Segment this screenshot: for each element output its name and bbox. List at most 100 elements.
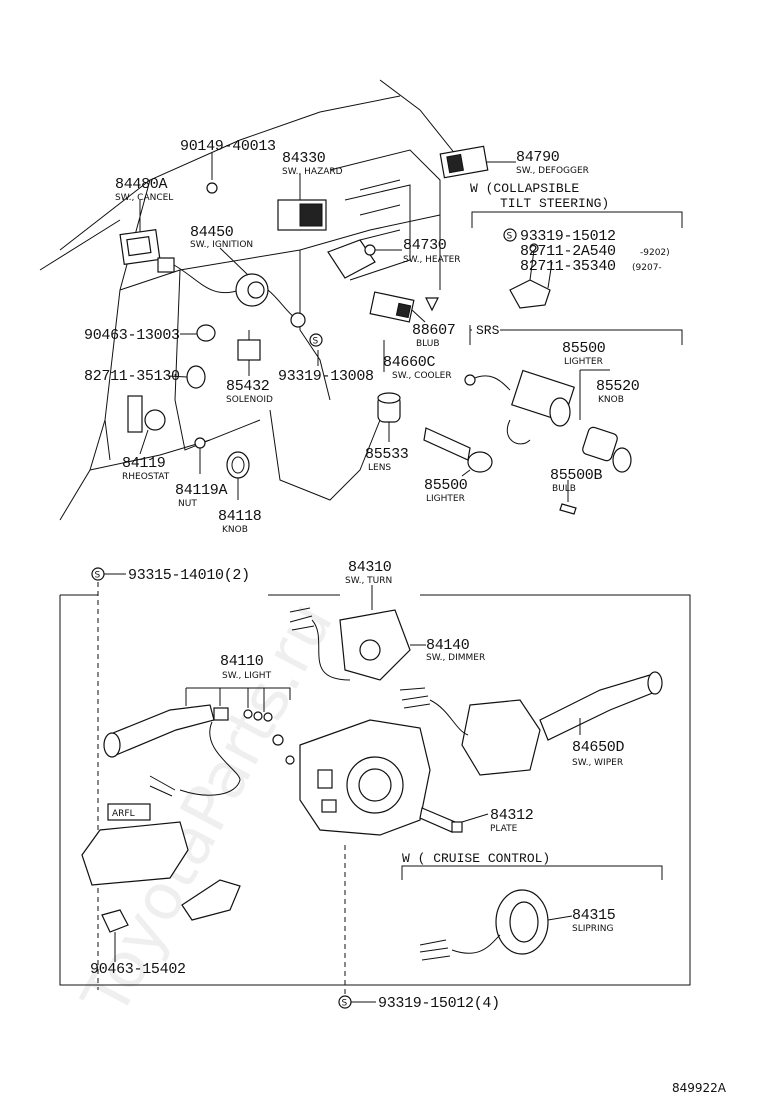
part-desc-85533: LENS (368, 463, 391, 473)
cooler-switch-part (369, 291, 439, 323)
tilt-label: TILT STEERING) (500, 196, 609, 211)
srs-label: SRS (476, 323, 500, 338)
part-desc-84330: SW., HAZARD (282, 167, 343, 177)
connector-part (186, 365, 206, 389)
part-desc-85500-top: LIGHTER (564, 357, 603, 367)
s-marker-bottom-icon: S (338, 995, 376, 1009)
part-number-84118: 84118 (218, 508, 262, 525)
collapsible-label: W (COLLAPSIBLE (470, 181, 579, 196)
lower-frame (59, 582, 691, 998)
part-desc-84310: SW., TURN (345, 576, 392, 586)
combination-switch-body (299, 719, 431, 836)
part-note-82711-2A540: -9202) (640, 248, 670, 258)
part-desc-84110: SW., LIGHT (222, 671, 272, 681)
part-desc-84118: KNOB (222, 525, 248, 535)
part-desc-84312: PLATE (490, 824, 518, 834)
leader-lines-lower (114, 585, 581, 962)
lighter-assembly-part (464, 369, 632, 515)
part-number-84140: 84140 (426, 637, 470, 654)
leader-lines-upper (139, 152, 569, 502)
part-number-84480A: 84480A (115, 176, 168, 193)
part-desc-84660C: SW., COOLER (392, 371, 452, 381)
part-number-93315: 93315-14010(2) (128, 567, 250, 584)
part-desc-84315: SLIPRING (572, 924, 613, 934)
part-number-84790: 84790 (516, 149, 560, 166)
part-desc-85432: SOLENOID (226, 395, 273, 405)
part-number-82711-35130: 82711-35130 (84, 368, 180, 385)
part-number-90463-13003: 90463-13003 (84, 327, 180, 344)
nut-part (194, 437, 206, 449)
part-number-93319-15012: 93319-15012 (520, 228, 616, 245)
part-desc-85500B: BULB (552, 484, 576, 494)
plate-part (419, 807, 463, 833)
part-number-84119A: 84119A (175, 482, 228, 499)
part-number-84330: 84330 (282, 150, 326, 167)
part-number-85520: 85520 (596, 378, 640, 395)
drawing-number: 849922A (672, 1081, 727, 1095)
relay-part: ARFL (81, 803, 241, 955)
part-number-84450: 84450 (190, 224, 234, 241)
part-number-85533: 85533 (365, 446, 409, 463)
part-number-85500B: 85500B (550, 467, 603, 484)
part-desc-84450: SW., IGNITION (190, 240, 253, 250)
s-marker-icons: S S (309, 228, 517, 347)
part-number-85500-low: 85500 (424, 477, 468, 494)
part-number-84650D: 84650D (572, 739, 625, 756)
svg-text:S: S (342, 999, 348, 1009)
part-number-84312: 84312 (490, 807, 534, 824)
part-number-84119: 84119 (122, 455, 166, 472)
svg-text:S: S (95, 571, 101, 581)
arfl-label: ARFL (112, 809, 135, 819)
clip-part (196, 324, 216, 342)
part-desc-84119: RHEOSTAT (122, 472, 170, 482)
light-switch-part (103, 687, 295, 797)
knob-part (226, 451, 250, 479)
part-desc-84140: SW., DIMMER (426, 653, 485, 663)
dimmer-switch-part (289, 607, 411, 681)
heater-switch-part (327, 239, 376, 279)
tilt-steering-part (509, 243, 553, 309)
s-marker-top-icon: S (91, 567, 126, 581)
part-number-84730: 84730 (403, 237, 447, 254)
solenoid-part (237, 330, 261, 361)
part-number-90149: 90149-40013 (180, 138, 276, 155)
part-desc-84480A: SW., CANCEL (115, 193, 173, 203)
part-note-82711-35340: (9207- (632, 263, 662, 273)
part-number-90463-15402: 90463-15402 (90, 961, 186, 978)
part-number-84660C: 84660C (383, 354, 436, 371)
part-number-84110: 84110 (220, 653, 264, 670)
part-number-82711-2A540: 82711-2A540 (520, 243, 616, 260)
cruise-label: W ( CRUISE CONTROL) (402, 851, 550, 866)
part-desc-85500-low: LIGHTER (426, 494, 465, 504)
defogger-switch-part (439, 145, 489, 179)
labels-upper: 84480A SW., CANCEL 90149-40013 84330 SW.… (84, 138, 670, 535)
tilt-steering-box: W (COLLAPSIBLE TILT STEERING) (470, 181, 683, 228)
wiper-switch-part (399, 671, 663, 776)
labels-lower: 93315-14010(2) 84310 SW., TURN 84140 SW.… (90, 559, 625, 1012)
slipring-part (419, 889, 549, 961)
part-number-85500-top: 85500 (562, 340, 606, 357)
part-desc-84650D: SW., WIPER (572, 758, 623, 768)
cruise-control-box: W ( CRUISE CONTROL) (401, 851, 663, 880)
svg-text:S: S (313, 337, 319, 347)
part-number-84310: 84310 (348, 559, 392, 576)
part-desc-84119A: NUT (178, 499, 197, 509)
part-number-82711-35340: 82711-35340 (520, 258, 616, 275)
part-number-93319-15012-4: 93319-15012(4) (378, 995, 500, 1012)
part-number-84315: 84315 (572, 907, 616, 924)
lens-part (377, 392, 401, 423)
part-desc-84790: SW., DEFOGGER (516, 166, 589, 176)
svg-text:S: S (507, 232, 513, 242)
rheostat-part (127, 395, 166, 433)
lighter-lower-part (423, 427, 493, 473)
part-number-85432: 85432 (226, 378, 270, 395)
cancel-switch-part (119, 228, 161, 266)
hazard-switch-part (277, 199, 327, 231)
part-desc-88607: BLUB (416, 339, 440, 349)
part-desc-84730: SW., HEATER (403, 255, 461, 265)
part-number-88607: 88607 (412, 322, 456, 339)
ignition-switch-part (157, 257, 306, 328)
part-desc-85520: KNOB (598, 395, 624, 405)
srs-box: SRS (469, 323, 683, 420)
